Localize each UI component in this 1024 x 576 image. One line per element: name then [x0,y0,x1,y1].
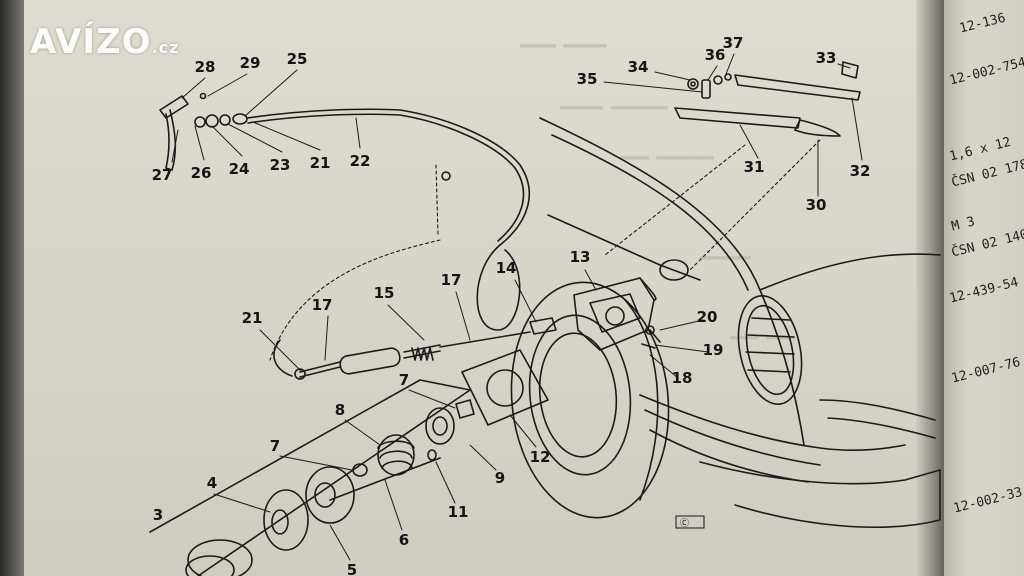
watermark-suffix: .cz [151,38,180,57]
callout-13: 13 [570,248,591,266]
callout-4: 4 [207,474,217,492]
assembly-dashed-lines [269,139,821,361]
filler-housing [573,277,661,351]
callout-9: 9 [495,469,505,487]
trim-strip-assembly [674,61,861,137]
callout-27: 27 [152,166,173,184]
leader-lines [171,53,863,561]
callout-36: 36 [705,46,726,64]
callout-28: 28 [195,58,216,76]
callout-19: 19 [703,341,724,359]
callout-14: 14 [496,259,517,277]
callout-17: 17 [441,271,462,289]
callout-26: 26 [191,164,212,182]
watermark-brand: AVÍZO [30,22,152,62]
callout-18: 18 [672,369,693,387]
callout-8: 8 [335,401,345,419]
callout-35: 35 [577,70,598,88]
bleed-through-text: ▬▬▬▬▬ ▬▬▬▬▬▬ [520,38,607,52]
callout-23: 23 [270,156,291,174]
callout-21: 21 [242,309,263,327]
callout-32: 32 [850,162,871,180]
book-gutter [916,0,946,576]
callout-37: 37 [723,34,744,52]
car-body-outline [539,117,941,529]
stamp-text: Ⓒ [680,518,689,529]
callout-31: 31 [744,158,765,176]
cable-handle-assembly [159,92,530,246]
callout-7: 7 [270,437,280,455]
callout-25: 25 [287,50,308,68]
callout-21: 21 [310,154,331,172]
callout-17: 17 [312,296,333,314]
callout-7: 7 [399,371,409,389]
callout-3: 3 [153,506,163,524]
callout-12: 12 [530,448,551,466]
callout-15: 15 [374,284,395,302]
callout-33: 33 [816,49,837,67]
callout-5: 5 [347,561,357,576]
callout-24: 24 [229,160,250,178]
right-page: 12-136 12-002-754 1,6 x 12 ČSN 02 178 M … [944,0,1024,576]
callout-6: 6 [399,531,409,549]
callout-30: 30 [806,196,827,214]
stamp-box: Ⓒ [675,515,705,529]
watermark-logo: AVÍZO.cz [30,22,179,62]
callout-22: 22 [350,152,371,170]
bleed-through-text: ▬▬▬▬▬▬▬ [700,250,751,264]
wheel [510,281,670,519]
bleed-through-text: ▬▬▬▬ ▬▬▬▬▬▬▬▬ [620,150,714,164]
callout-34: 34 [628,58,649,76]
callout-11: 11 [448,503,469,521]
bleed-through-text: ▬▬▬▬▬▬ ▬▬▬▬▬▬▬▬ [560,100,669,114]
cable-assembly [273,244,557,380]
callout-20: 20 [697,308,718,326]
callout-29: 29 [240,54,261,72]
gasket [461,349,549,426]
lock-assembly [149,379,475,576]
